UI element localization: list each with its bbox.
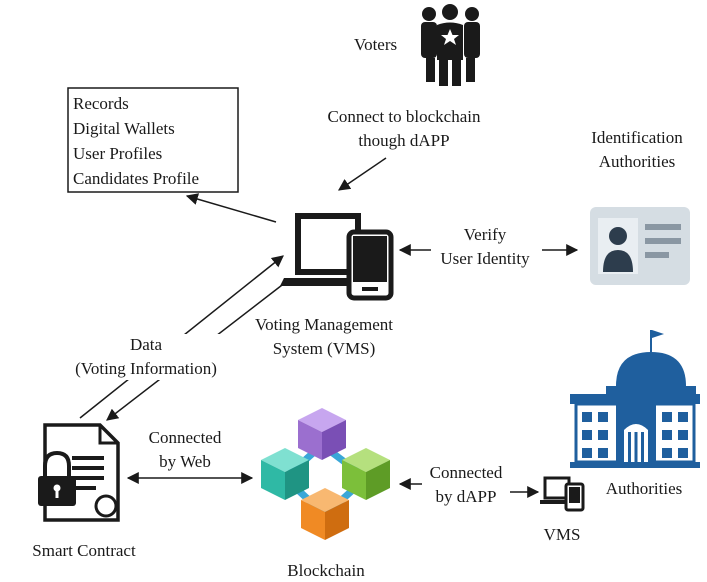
smart-contract-label: Smart Contract [32, 541, 136, 560]
identification-label-1: Identification [591, 128, 683, 147]
id-card-icon [590, 207, 690, 285]
data-label-1: Data [130, 335, 163, 354]
data-label-2: (Voting Information) [75, 359, 217, 378]
vms-small-label: VMS [544, 525, 581, 544]
records-item: Records [73, 94, 129, 113]
vms-label-1: Voting Management [255, 315, 393, 334]
blockchain-icon [261, 408, 390, 540]
vms-label-2: System (VMS) [273, 339, 375, 358]
verify-label-1: Verify [464, 225, 507, 244]
blockchain-label: Blockchain [287, 561, 365, 580]
voters-edge-label-1: Connect to blockchain [328, 107, 481, 126]
records-item: User Profiles [73, 144, 162, 163]
data-label-backdrop [48, 334, 246, 380]
identification-label-2: Authorities [599, 152, 676, 171]
smart-contract-icon [38, 423, 120, 522]
web-edge-label-1: Connected [149, 428, 222, 447]
records-item: Digital Wallets [73, 119, 175, 138]
arrow-voters-to-vms [338, 157, 387, 191]
records-box [67, 87, 239, 193]
government-building-icon [570, 330, 700, 468]
verify-label-2: User Identity [440, 249, 530, 268]
web-edge-label-2: by Web [159, 452, 211, 471]
voters-edge-label-2: though dAPP [358, 131, 449, 150]
dapp-edge-label-1: Connected [430, 463, 503, 482]
vms-devices-icon [280, 213, 394, 301]
arrow-vms-to-records [185, 193, 277, 223]
authorities-label: Authorities [606, 479, 683, 498]
dapp-edge-label-2: by dAPP [436, 487, 497, 506]
voters-icon [421, 4, 480, 86]
vms-small-devices-icon [540, 476, 585, 512]
records-item: Candidates Profile [73, 169, 199, 188]
voters-label: Voters [354, 35, 397, 54]
